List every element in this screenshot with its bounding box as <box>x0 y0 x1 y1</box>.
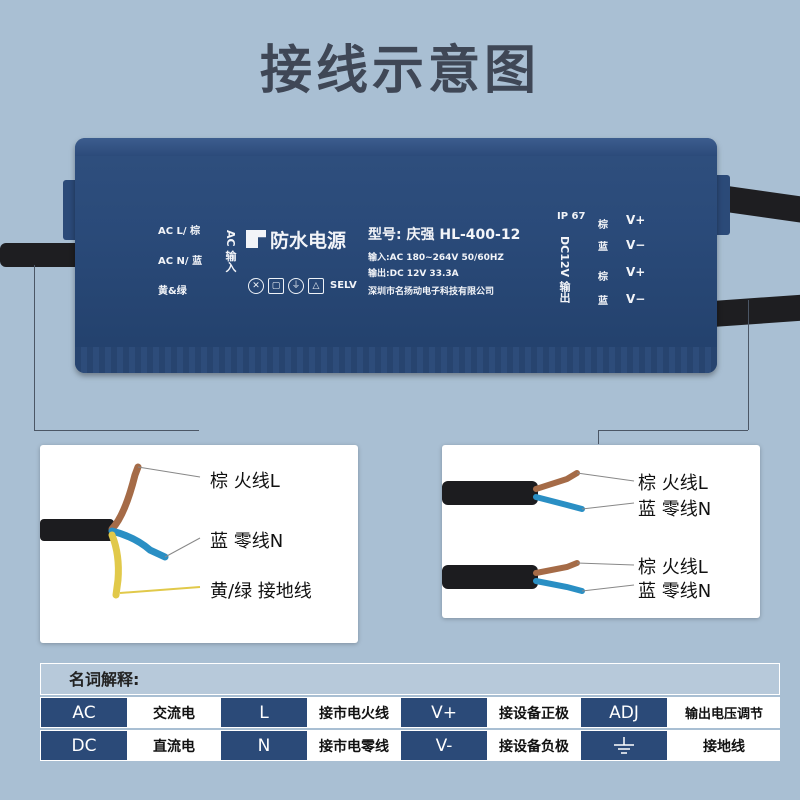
ac-neutral-label: 蓝 零线N <box>210 531 284 552</box>
glossary-key: L <box>220 697 308 728</box>
glossary-value: 接设备负极 <box>488 730 580 761</box>
glossary-table: 名词解释: AC 交流电 L 接市电火线 V+ 接设备正极 ADJ 输出电压调节… <box>40 663 780 761</box>
glossary-key: AC <box>40 697 128 728</box>
dc-out1-neutral-label: 蓝 零线N <box>638 499 712 520</box>
dc-output-label: DC12V 输出 <box>558 236 571 303</box>
warning-icon: △ <box>308 278 324 294</box>
glossary-value: 输出电压调节 <box>668 697 780 728</box>
earth-icon: ⏚ <box>288 278 304 294</box>
ground-icon <box>580 730 668 761</box>
glossary-key: DC <box>40 730 128 761</box>
glossary-heading: 名词解释: <box>40 663 780 695</box>
glossary-value: 直流电 <box>128 730 220 761</box>
out-color-2: 蓝 <box>598 242 608 253</box>
out-terminal-2: V− <box>626 238 646 252</box>
glossary-value: 接市电火线 <box>308 697 400 728</box>
glossary-row-1: AC 交流电 L 接市电火线 V+ 接设备正极 ADJ 输出电压调节 <box>40 697 780 728</box>
right-callout-line <box>748 300 750 430</box>
ac-input-label: AC 输入 <box>224 230 237 273</box>
ac-ground-label: 黄/绿 接地线 <box>210 581 312 602</box>
left-callout-line-h <box>34 430 199 432</box>
right-callout-line-v2 <box>598 430 600 444</box>
dc-out2-live-label: 棕 火线L <box>638 557 708 578</box>
ip-rating: IP 67 <box>557 211 586 222</box>
ac-live-label: 棕 火线L <box>210 471 280 492</box>
glossary-value: 交流电 <box>128 697 220 728</box>
ac-wire-drawing <box>40 463 201 599</box>
output-spec: 输出:DC 12V 33.3A <box>368 269 459 279</box>
power-supply-illustration: AC L/ 棕 AC N/ 蓝 黄&绿 AC 输入 防水电源 ✕ ▢ ⏚ △ S… <box>0 138 800 373</box>
dc-out1-live-label: 棕 火线L <box>638 473 708 494</box>
glossary-value: 接市电零线 <box>308 730 400 761</box>
glossary-value: 接设备正极 <box>488 697 580 728</box>
glossary-key: N <box>220 730 308 761</box>
manufacturer: 深圳市名扬动电子科技有限公司 <box>368 287 495 297</box>
dc-wire-drawing <box>442 470 635 594</box>
selv-mark: SELV <box>330 280 357 291</box>
ac-l-label: AC L/ 棕 <box>158 226 201 237</box>
out-color-3: 棕 <box>598 272 608 283</box>
psu-housing <box>75 138 717 373</box>
ac-n-label: AC N/ 蓝 <box>158 256 203 267</box>
right-callout-line-h <box>598 430 748 432</box>
dc-output-wiring-panel: 棕 火线L 蓝 零线N 棕 火线L 蓝 零线N <box>442 445 760 618</box>
glossary-row-2: DC 直流电 N 接市电零线 V- 接设备负极 接地线 <box>40 730 780 761</box>
mount-flange-right <box>714 175 730 235</box>
out-color-4: 蓝 <box>598 296 608 307</box>
out-terminal-1: V+ <box>626 213 646 227</box>
glossary-key: V- <box>400 730 488 761</box>
input-spec: 输入:AC 180~264V 50/60HZ <box>368 253 504 263</box>
bin-icon: ✕ <box>248 278 264 294</box>
glossary-key: ADJ <box>580 697 668 728</box>
out-color-1: 棕 <box>598 220 608 231</box>
class2-icon: ▢ <box>268 278 284 294</box>
glossary-key: V+ <box>400 697 488 728</box>
out-terminal-4: V− <box>626 292 646 306</box>
dc-out2-neutral-label: 蓝 零线N <box>638 581 712 602</box>
ground-label: 黄&绿 <box>158 286 187 297</box>
model-label: 型号: 庆强 HL-400-12 <box>368 227 521 243</box>
glossary-value: 接地线 <box>668 730 780 761</box>
page-title: 接线示意图 <box>259 41 540 101</box>
out-terminal-3: V+ <box>626 265 646 279</box>
brand-name: 防水电源 <box>270 230 347 252</box>
left-callout-line <box>34 265 36 430</box>
ac-input-wiring-panel: 棕 火线L 蓝 零线N 黄/绿 接地线 <box>40 445 358 643</box>
